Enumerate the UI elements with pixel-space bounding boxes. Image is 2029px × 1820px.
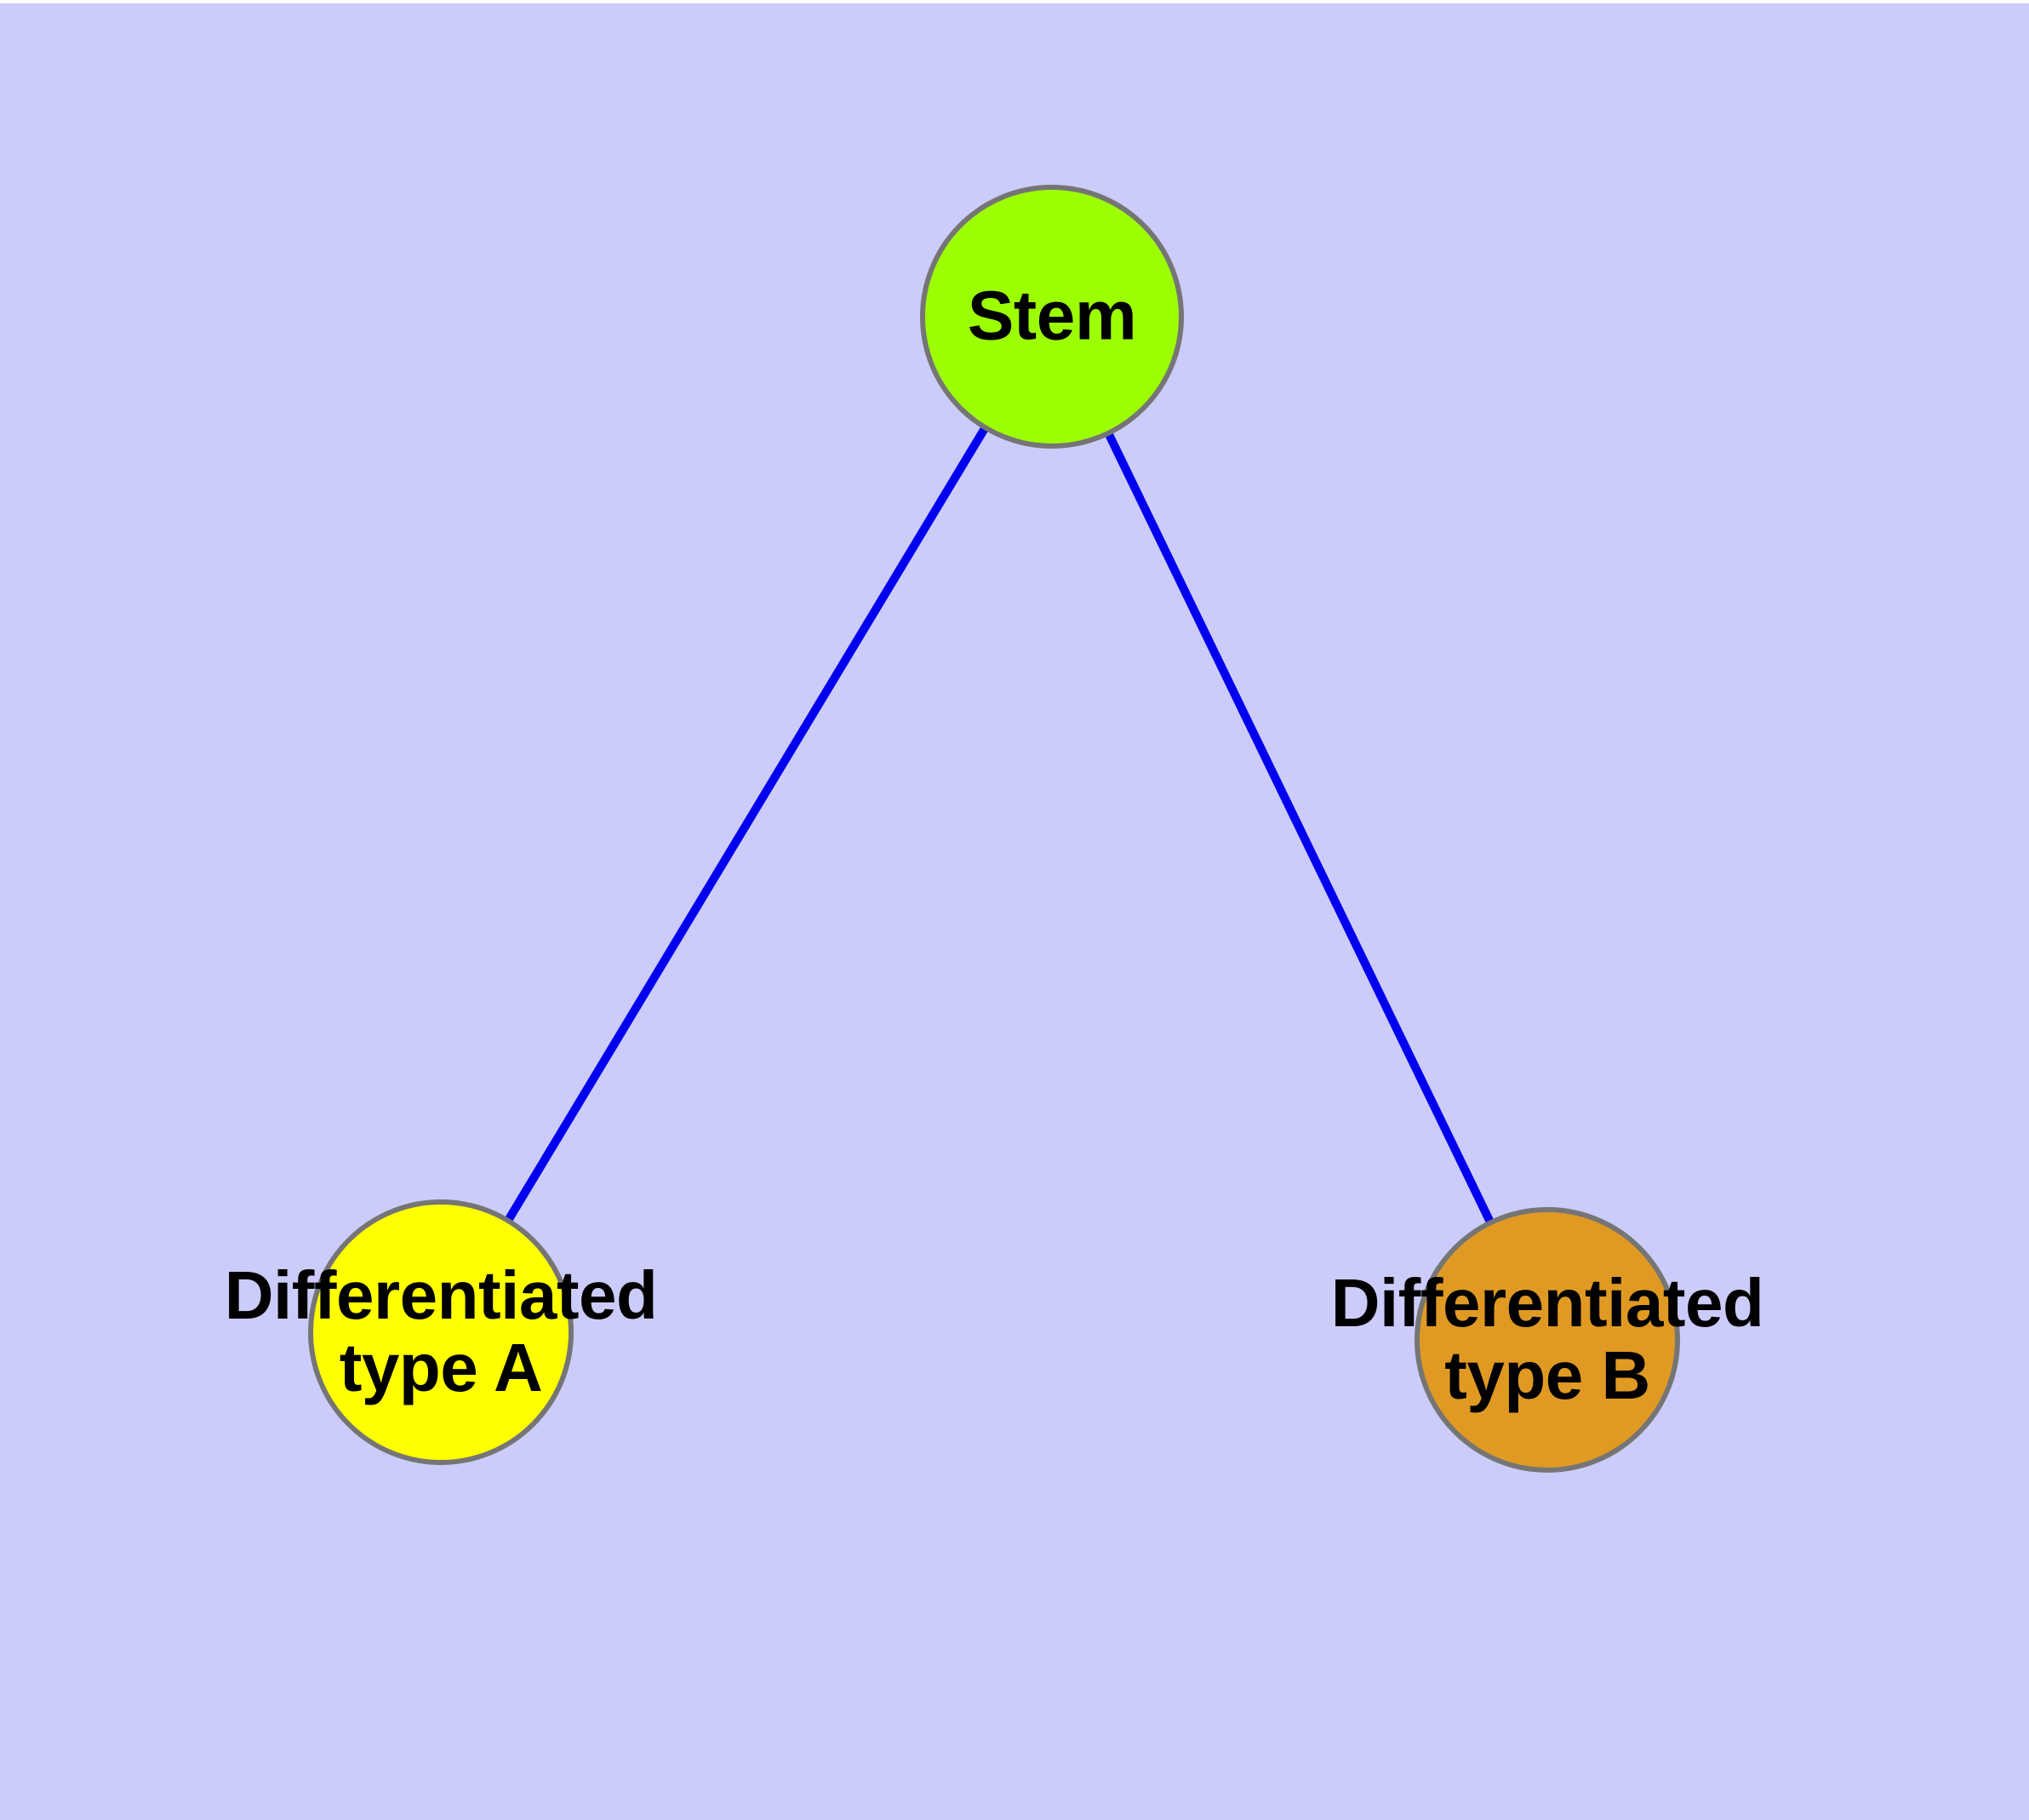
- graph-edge: [1048, 314, 1552, 1342]
- node-layer: [308, 185, 1680, 1473]
- graph-edge: [437, 314, 1056, 1335]
- graph-node-diff_a[interactable]: [308, 1199, 574, 1465]
- edge-layer: [437, 314, 1552, 1342]
- graph-node-stem[interactable]: [920, 185, 1184, 449]
- graph-node-diff_b[interactable]: [1415, 1207, 1680, 1473]
